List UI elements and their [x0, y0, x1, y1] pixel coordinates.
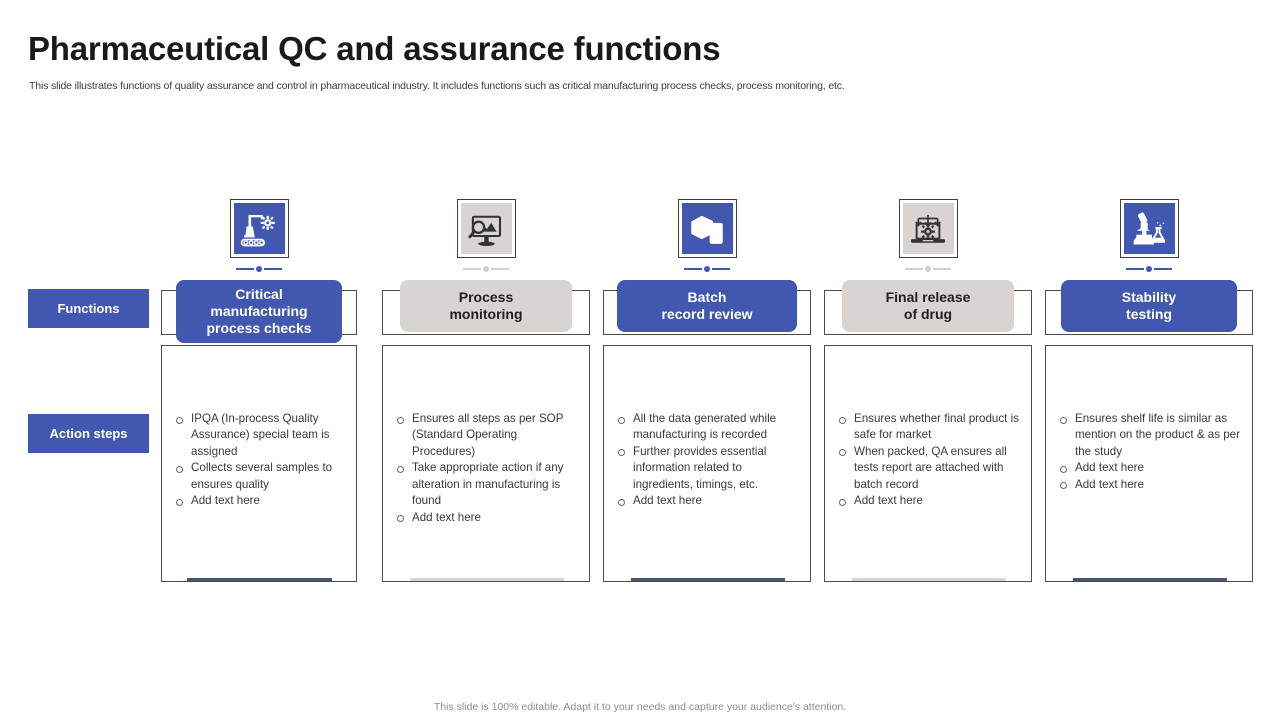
monitor-magnifier-icon	[460, 203, 512, 254]
action-step-item: Take appropriate action if any alteratio…	[395, 460, 577, 509]
column-title-line: of drug	[903, 306, 953, 322]
column-accent-bar	[187, 577, 332, 581]
connector-dot	[256, 266, 262, 272]
action-step-item: Further provides essential information r…	[616, 444, 802, 493]
column-body-box	[382, 345, 590, 582]
column-title-line: process checks	[206, 320, 312, 337]
action-step-item: Add text here	[1058, 460, 1248, 476]
connector-line	[678, 266, 737, 272]
column-title-line: Process	[458, 288, 514, 305]
connector-bar-right	[1154, 268, 1172, 270]
connector-dot	[1146, 266, 1152, 272]
connector-dot	[925, 266, 931, 272]
icon-frame	[677, 199, 737, 258]
column-title-line: Stability	[1121, 288, 1177, 305]
action-steps-list: All the data generated while manufacturi…	[616, 411, 802, 510]
connector-line	[1120, 266, 1179, 272]
icon-frame	[1119, 199, 1179, 258]
action-step-item: Add text here	[616, 493, 802, 509]
column-title-line: Batch	[687, 288, 727, 305]
action-step-item: Ensures all steps as per SOP (Standard O…	[395, 411, 577, 460]
action-step-item: Add text here	[395, 510, 577, 526]
connector-line	[457, 266, 516, 272]
column-title-line: record review	[661, 306, 753, 322]
column-title-line: manufacturing	[210, 303, 308, 320]
column-title-line: monitoring	[449, 306, 523, 322]
connector-dot	[483, 266, 489, 272]
column-title-line: testing	[1126, 306, 1172, 322]
action-step-item: Ensures whether final product is safe fo…	[837, 411, 1025, 444]
robotic-arm-gear-icon	[233, 203, 285, 254]
action-step-item: Add text here	[1058, 477, 1248, 493]
column-title-line: Critical	[235, 286, 283, 302]
connector-bar-left	[236, 268, 254, 270]
connector-bar-right	[264, 268, 282, 270]
action-step-item: All the data generated while manufacturi…	[616, 411, 802, 444]
connector-bar-left	[905, 268, 923, 270]
package-smartphone-scan-icon	[681, 203, 733, 254]
column-accent-bar	[1073, 577, 1227, 581]
row-label-functions: Functions	[28, 289, 149, 328]
action-steps-ul: All the data generated while manufacturi…	[616, 411, 802, 510]
action-steps-list: Ensures whether final product is safe fo…	[837, 411, 1025, 510]
action-steps-ul: Ensures all steps as per SOP (Standard O…	[395, 411, 577, 526]
connector-bar-right	[712, 268, 730, 270]
column-accent-bar	[852, 577, 1006, 581]
page-subtitle: This slide illustrates functions of qual…	[29, 80, 845, 92]
icon-frame	[898, 199, 958, 258]
row-label-action-steps: Action steps	[28, 414, 149, 453]
action-step-item: Collects several samples to ensures qual…	[174, 460, 352, 493]
connector-bar-right	[491, 268, 509, 270]
connector-bar-left	[684, 268, 702, 270]
action-steps-ul: Ensures shelf life is similar as mention…	[1058, 411, 1248, 493]
connector-line	[899, 266, 958, 272]
action-step-item: When packed, QA ensures all tests report…	[837, 444, 1025, 493]
footer-note: This slide is 100% editable. Adapt it to…	[433, 701, 847, 713]
column-body-box	[161, 345, 357, 582]
icon-frame	[456, 199, 516, 258]
action-steps-ul: Ensures whether final product is safe fo…	[837, 411, 1025, 510]
action-step-item: Ensures shelf life is similar as mention…	[1058, 411, 1248, 460]
column-accent-bar	[631, 577, 785, 581]
icon-frame	[229, 199, 289, 258]
microscope-flask-icon	[1123, 203, 1175, 254]
action-step-item: Add text here	[174, 493, 352, 509]
column-body-box	[1045, 345, 1253, 582]
action-step-item: IPQA (In-process Quality Assurance) spec…	[174, 411, 352, 460]
column-accent-bar	[410, 577, 564, 581]
connector-bar-right	[933, 268, 951, 270]
connector-bar-left	[463, 268, 481, 270]
action-steps-list: IPQA (In-process Quality Assurance) spec…	[174, 411, 352, 510]
connector-dot	[704, 266, 710, 272]
column-title-line: Final release	[885, 288, 971, 305]
connector-line	[230, 266, 289, 272]
action-steps-list: Ensures all steps as per SOP (Standard O…	[395, 411, 577, 526]
column-body-box	[603, 345, 811, 582]
column-body-box	[824, 345, 1032, 582]
laptop-gear-arrows-icon	[902, 203, 954, 254]
action-steps-ul: IPQA (In-process Quality Assurance) spec…	[174, 411, 352, 510]
page-title: Pharmaceutical QC and assurance function…	[28, 30, 721, 67]
connector-bar-left	[1126, 268, 1144, 270]
action-step-item: Add text here	[837, 493, 1025, 509]
action-steps-list: Ensures shelf life is similar as mention…	[1058, 411, 1248, 493]
